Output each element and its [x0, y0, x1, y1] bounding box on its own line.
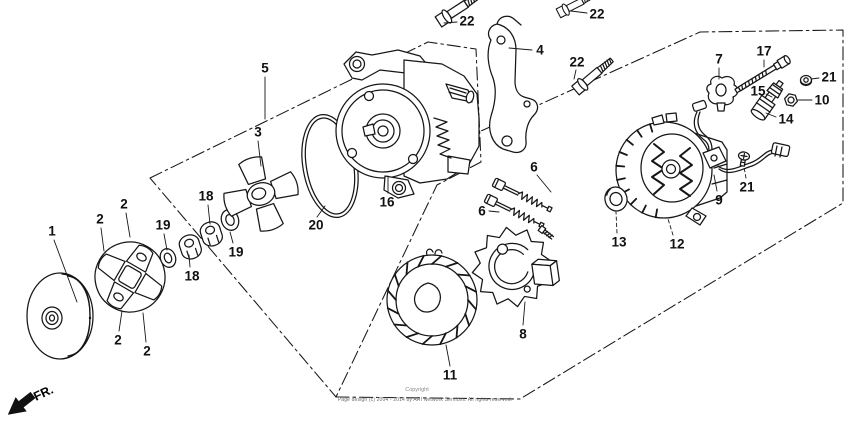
fr-arrow-icon	[7, 391, 36, 415]
part-3-coupling	[223, 156, 299, 232]
leader-line-11	[445, 344, 451, 367]
callout-7[interactable]: 7	[715, 52, 723, 67]
part-12-rotor-housing	[615, 112, 728, 226]
callout-4[interactable]: 4	[536, 43, 544, 58]
part-1-pulley	[26, 272, 94, 360]
callout-2[interactable]: 2	[143, 344, 151, 359]
leader-line-2	[142, 312, 147, 343]
leader-line-18	[207, 204, 211, 225]
leader-line-21	[810, 77, 820, 80]
leader-line-4	[508, 47, 533, 51]
callout-21[interactable]: 21	[739, 180, 755, 195]
callout-5[interactable]: 5	[261, 61, 269, 76]
leader-line-15	[765, 93, 773, 98]
leader-line-19	[229, 231, 234, 244]
leader-line-14	[765, 112, 777, 118]
leader-line-2	[125, 212, 131, 238]
callout-22[interactable]: 22	[589, 7, 604, 22]
callout-6[interactable]: 6	[478, 204, 486, 219]
leader-lines	[53, 10, 820, 367]
callout-22[interactable]: 22	[569, 55, 584, 70]
part-7-boot	[706, 75, 739, 112]
callout-16[interactable]: 16	[379, 195, 395, 210]
part-4-bracket	[487, 15, 539, 154]
leader-line-6	[536, 174, 552, 193]
part-6-brush-screw	[483, 193, 546, 231]
callout-19[interactable]: 19	[155, 218, 170, 233]
callout-21[interactable]: 21	[821, 70, 837, 85]
part-16-front-cover-assembly	[335, 49, 480, 199]
leader-line-20	[316, 205, 326, 218]
part-2-damper-set	[94, 241, 166, 313]
part-21-screw	[737, 151, 751, 167]
callout-2[interactable]: 2	[114, 333, 122, 348]
leader-line-3	[257, 140, 262, 167]
callout-13[interactable]: 13	[611, 235, 627, 250]
callout-20[interactable]: 20	[308, 218, 323, 233]
leader-line-6	[488, 210, 500, 213]
callout-10[interactable]: 10	[814, 93, 829, 108]
leader-line-22	[573, 69, 577, 80]
callout-18[interactable]: 18	[198, 189, 214, 204]
leader-line-1	[53, 239, 78, 303]
part-8-brush-holder	[471, 226, 560, 308]
callout-8[interactable]: 8	[519, 327, 527, 342]
copyright-line2: Page design (c) 2004 - 2014 by ARI Netwo…	[338, 397, 512, 403]
callout-11[interactable]: 11	[443, 368, 458, 383]
callout-9[interactable]: 9	[715, 193, 723, 208]
callout-12[interactable]: 12	[669, 237, 684, 252]
leader-line-12	[667, 218, 674, 236]
callout-17[interactable]: 17	[756, 44, 771, 59]
part-9-wire-bracket	[691, 99, 791, 173]
leader-line-21	[743, 166, 747, 179]
leader-line-22	[443, 21, 458, 24]
callout-19[interactable]: 19	[228, 245, 243, 260]
leader-line-19	[163, 233, 168, 251]
leader-line-13	[615, 211, 618, 234]
fr-label: FR.	[31, 383, 55, 404]
fr-indicator: FR.	[7, 383, 56, 415]
leader-line-22	[570, 10, 588, 14]
callout-6[interactable]: 6	[530, 160, 538, 175]
part-10-nut	[784, 93, 798, 107]
part-19-washer	[159, 248, 177, 268]
copyright-line1: Copyright	[405, 387, 429, 393]
callout-14[interactable]: 14	[778, 112, 794, 127]
part-18-nut	[178, 234, 202, 260]
leader-line-8	[522, 301, 526, 326]
callout-18[interactable]: 18	[184, 269, 200, 284]
part-11-stator	[386, 248, 478, 346]
part-17-bolt	[734, 55, 791, 94]
leader-line-2	[118, 310, 123, 332]
callout-3[interactable]: 3	[254, 125, 262, 140]
leader-line-18	[188, 254, 191, 268]
callout-15[interactable]: 15	[750, 84, 766, 99]
callout-22[interactable]: 22	[459, 14, 474, 29]
part-13-bearing	[604, 186, 628, 212]
callout-1[interactable]: 1	[48, 224, 56, 239]
small-screw	[537, 225, 555, 240]
part-21-nut	[799, 74, 813, 87]
leader-line-2	[100, 227, 105, 252]
callout-2[interactable]: 2	[120, 197, 128, 212]
callout-2[interactable]: 2	[96, 212, 104, 227]
part-18-nut	[199, 221, 223, 247]
leader-line-9	[713, 174, 718, 192]
part-14-15-condenser	[750, 79, 784, 121]
